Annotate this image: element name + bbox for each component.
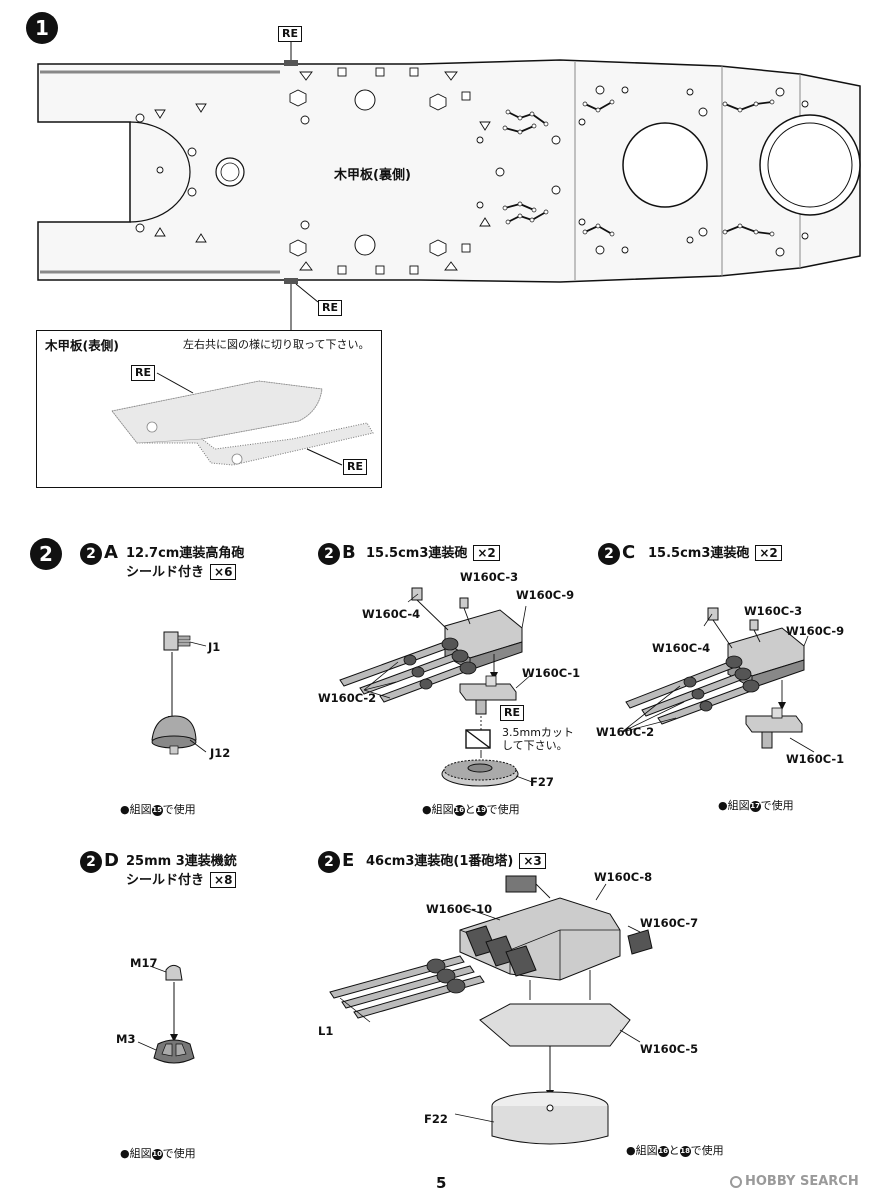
- assembly-ref-badge: 17: [749, 800, 761, 812]
- qty-badge: ×6: [210, 564, 237, 580]
- part-label: W160C-3: [460, 570, 519, 584]
- step-2-number: 2: [30, 538, 62, 570]
- step-2c-title: 15.5cm3連装砲×2: [648, 544, 782, 563]
- assembly-ref-badge: 10: [151, 1148, 163, 1160]
- step-2b-letter: B: [342, 542, 356, 563]
- step-2e-letter: E: [342, 850, 355, 871]
- gun-2d-diagram: [137, 964, 195, 1064]
- step-2d-letter: D: [104, 850, 119, 871]
- part-label: M3: [116, 1032, 136, 1046]
- deck-front-inset: 木甲板(表側) 左右共に図の様に切り取って下さい。 RE RE: [36, 330, 382, 488]
- inset-re-label-a: RE: [131, 365, 155, 381]
- step-2a-number: 2: [80, 543, 102, 565]
- deck-front-diagram: [111, 372, 374, 466]
- step-2a-letter: A: [104, 542, 118, 563]
- step-2b-title: 15.5cm3連装砲×2: [366, 544, 500, 563]
- assembly-ref-badge: 16: [453, 804, 465, 816]
- qty-badge: ×3: [519, 853, 546, 869]
- re-label-top: RE: [278, 26, 302, 42]
- usage-note-2d: ●組図10で使用: [120, 1147, 196, 1160]
- usage-note-2e: ●組図16と18で使用: [626, 1144, 724, 1157]
- part-label: W160C-8: [594, 870, 653, 884]
- re-label-bottom: RE: [318, 300, 342, 316]
- part-label: W160C-2: [596, 725, 655, 739]
- part-label: W160C-5: [640, 1042, 699, 1056]
- gun-2a-diagram: [151, 631, 207, 755]
- inset-instruction: 左右共に図の様に切り取って下さい。: [183, 338, 370, 351]
- step-2e-number: 2: [318, 851, 340, 873]
- part-label: W160C-4: [362, 607, 421, 621]
- watermark: HOBBY SEARCH: [730, 1174, 859, 1189]
- part-label: W160C-1: [786, 752, 845, 766]
- step-2d-number: 2: [80, 851, 102, 873]
- usage-note-2a: ●組図15で使用: [120, 803, 196, 816]
- part-label: J12: [210, 746, 231, 760]
- qty-badge: ×2: [755, 545, 782, 561]
- qty-badge: ×8: [210, 872, 237, 888]
- usage-note-2b: ●組図16と19で使用: [422, 803, 520, 816]
- gun-2b-diagram: [339, 587, 533, 787]
- part-label: L1: [318, 1024, 334, 1038]
- part-label: W160C-2: [318, 691, 377, 705]
- assembly-ref-badge: 19: [475, 804, 487, 816]
- part-label: J1: [208, 640, 221, 654]
- wooden-deck-back-diagram: [37, 42, 861, 330]
- step-2d-title: 25mm 3連装機銃 シールド付き×8: [126, 854, 237, 888]
- part-label: F27: [530, 775, 554, 789]
- step-1-number: 1: [26, 12, 58, 44]
- qty-badge: ×2: [473, 545, 500, 561]
- part-label: W160C-3: [744, 604, 803, 618]
- cut-note-2b: 3.5mmカット して下さい。: [502, 726, 574, 752]
- inset-title: 木甲板(表側): [45, 338, 119, 353]
- part-label: W160C-4: [652, 641, 711, 655]
- page-number: 5: [436, 1174, 447, 1192]
- re-label-2b: RE: [500, 705, 524, 721]
- step-2e-title: 46cm3連装砲(1番砲塔)×3: [366, 852, 546, 871]
- part-label: F22: [424, 1112, 448, 1126]
- part-label: W160C-9: [516, 588, 575, 602]
- step-2c-number: 2: [598, 543, 620, 565]
- part-label: W160C-9: [786, 624, 845, 638]
- assembly-ref-badge: 16: [657, 1145, 669, 1157]
- assembly-ref-badge: 15: [151, 804, 163, 816]
- turret-2e-diagram: [329, 875, 653, 1145]
- assembly-ref-badge: 18: [679, 1145, 691, 1157]
- part-label: W160C-1: [522, 666, 581, 680]
- hobby-search-logo-icon: [730, 1175, 742, 1188]
- part-label: W160C-10: [426, 902, 493, 916]
- part-label: M17: [130, 956, 158, 970]
- step-2b-number: 2: [318, 543, 340, 565]
- gun-2c-diagram: [621, 607, 815, 753]
- inset-re-label-b: RE: [343, 459, 367, 475]
- step-2a-title: 12.7cm連装高角砲 シールド付き×6: [126, 546, 245, 580]
- step-2c-letter: C: [622, 542, 636, 563]
- part-label: W160C-7: [640, 916, 699, 930]
- deck-back-label: 木甲板(裏側): [334, 168, 411, 183]
- usage-note-2c: ●組図17で使用: [718, 799, 794, 812]
